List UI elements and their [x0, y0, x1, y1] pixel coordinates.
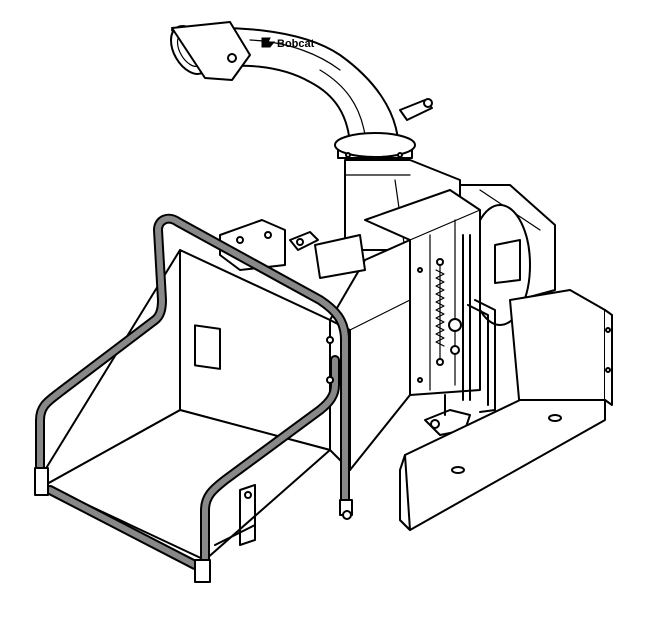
brand-label: Bobcat — [277, 38, 315, 50]
safety-bar — [34, 213, 353, 583]
bobcat-logo: Bobcat — [261, 37, 315, 50]
bobcat-logo-icon — [261, 37, 276, 48]
fasteners — [296, 238, 423, 384]
main-housing — [344, 159, 556, 436]
feed-hopper — [44, 219, 411, 561]
base-frame — [399, 289, 613, 531]
discharge-chute — [170, 21, 433, 159]
